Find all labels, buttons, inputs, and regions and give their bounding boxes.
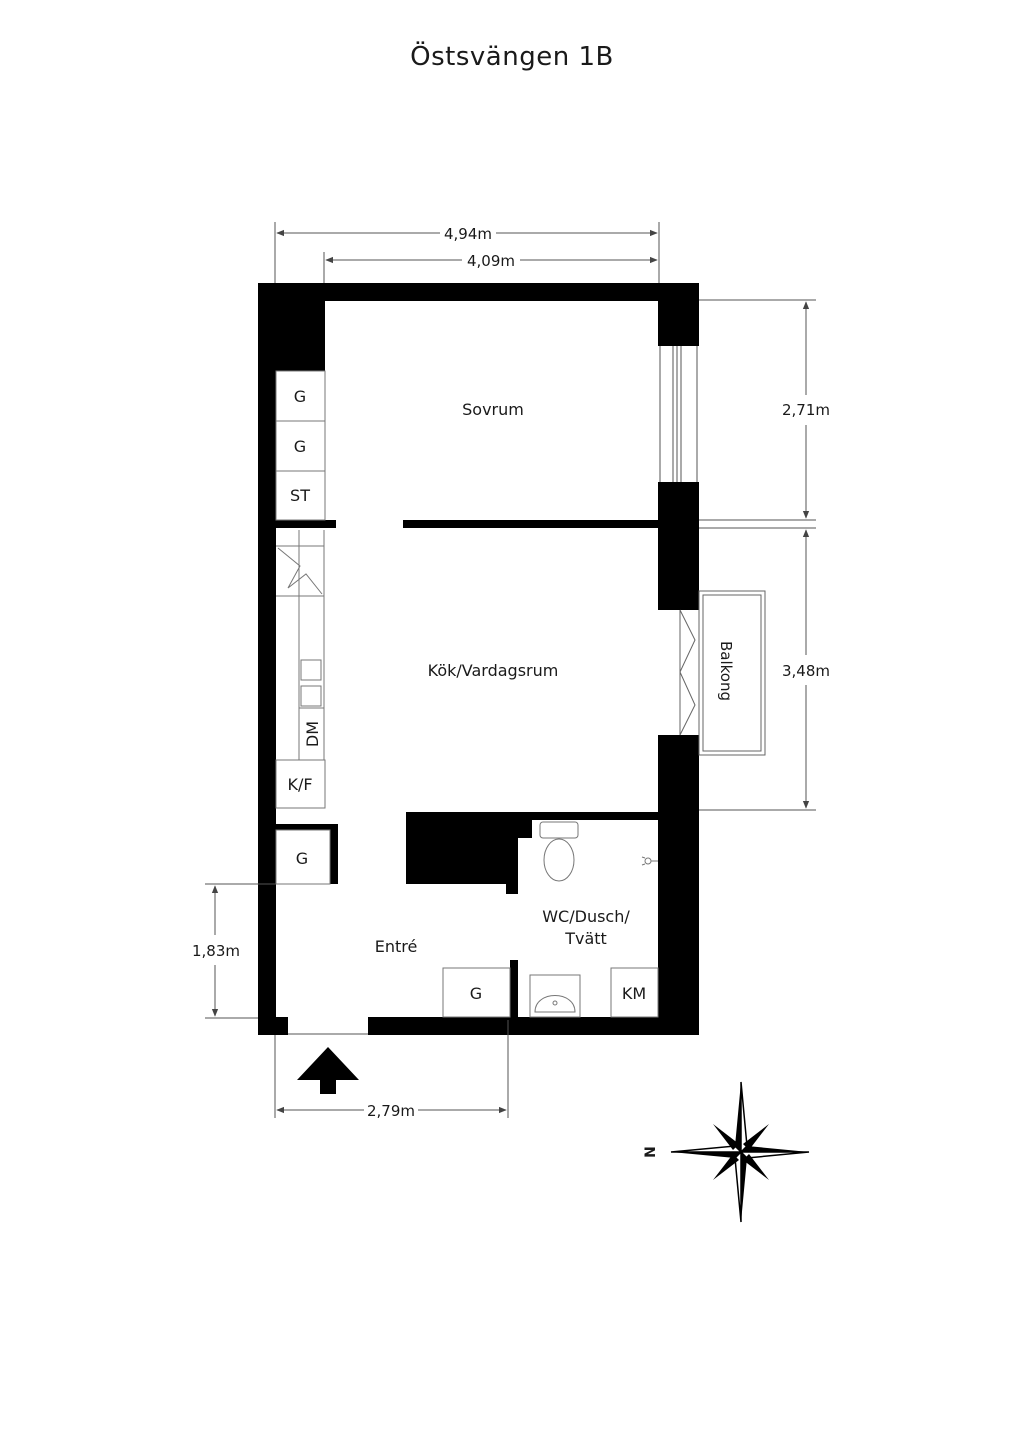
room-label-wc-line2: Tvätt [564, 929, 607, 948]
closet-label: G [294, 387, 306, 406]
room-label-kok: Kök/Vardagsrum [428, 661, 559, 680]
bedroom-window [659, 346, 698, 482]
dimension-left: 1,83m [192, 942, 240, 960]
left-fixtures [275, 370, 331, 885]
closet-label: G [294, 437, 306, 456]
entrance-arrow-icon [297, 1047, 359, 1094]
dimension-top-outer: 4,94m [444, 225, 492, 243]
walls [258, 283, 699, 1035]
room-label-entre: Entré [375, 937, 418, 956]
bathroom-fixtures [442, 821, 659, 1018]
compass-north-label: N [643, 1146, 659, 1158]
dimension-right-upper: 2,71m [782, 401, 830, 419]
room-label-sovrum: Sovrum [462, 400, 524, 419]
wardrobe-label: G [470, 984, 482, 1003]
room-label-balkong: Balkong [717, 641, 735, 701]
compass-icon [670, 1081, 810, 1223]
room-label-wc-line1: WC/Dusch/ [542, 907, 630, 926]
closet-label: G [296, 849, 308, 868]
fridge-freezer-label: K/F [287, 775, 312, 794]
dimension-right-lower: 3,48m [782, 662, 830, 680]
balcony [679, 590, 766, 756]
washing-machine-label: KM [622, 984, 646, 1003]
dimension-bottom: 2,79m [367, 1102, 415, 1120]
storage-label: ST [290, 486, 310, 505]
dimension-lines [205, 222, 816, 1118]
dishwasher-label: DM [303, 721, 322, 747]
dimension-top-inner: 4,09m [467, 252, 515, 270]
plan-title: Östsvängen 1B [410, 42, 614, 72]
